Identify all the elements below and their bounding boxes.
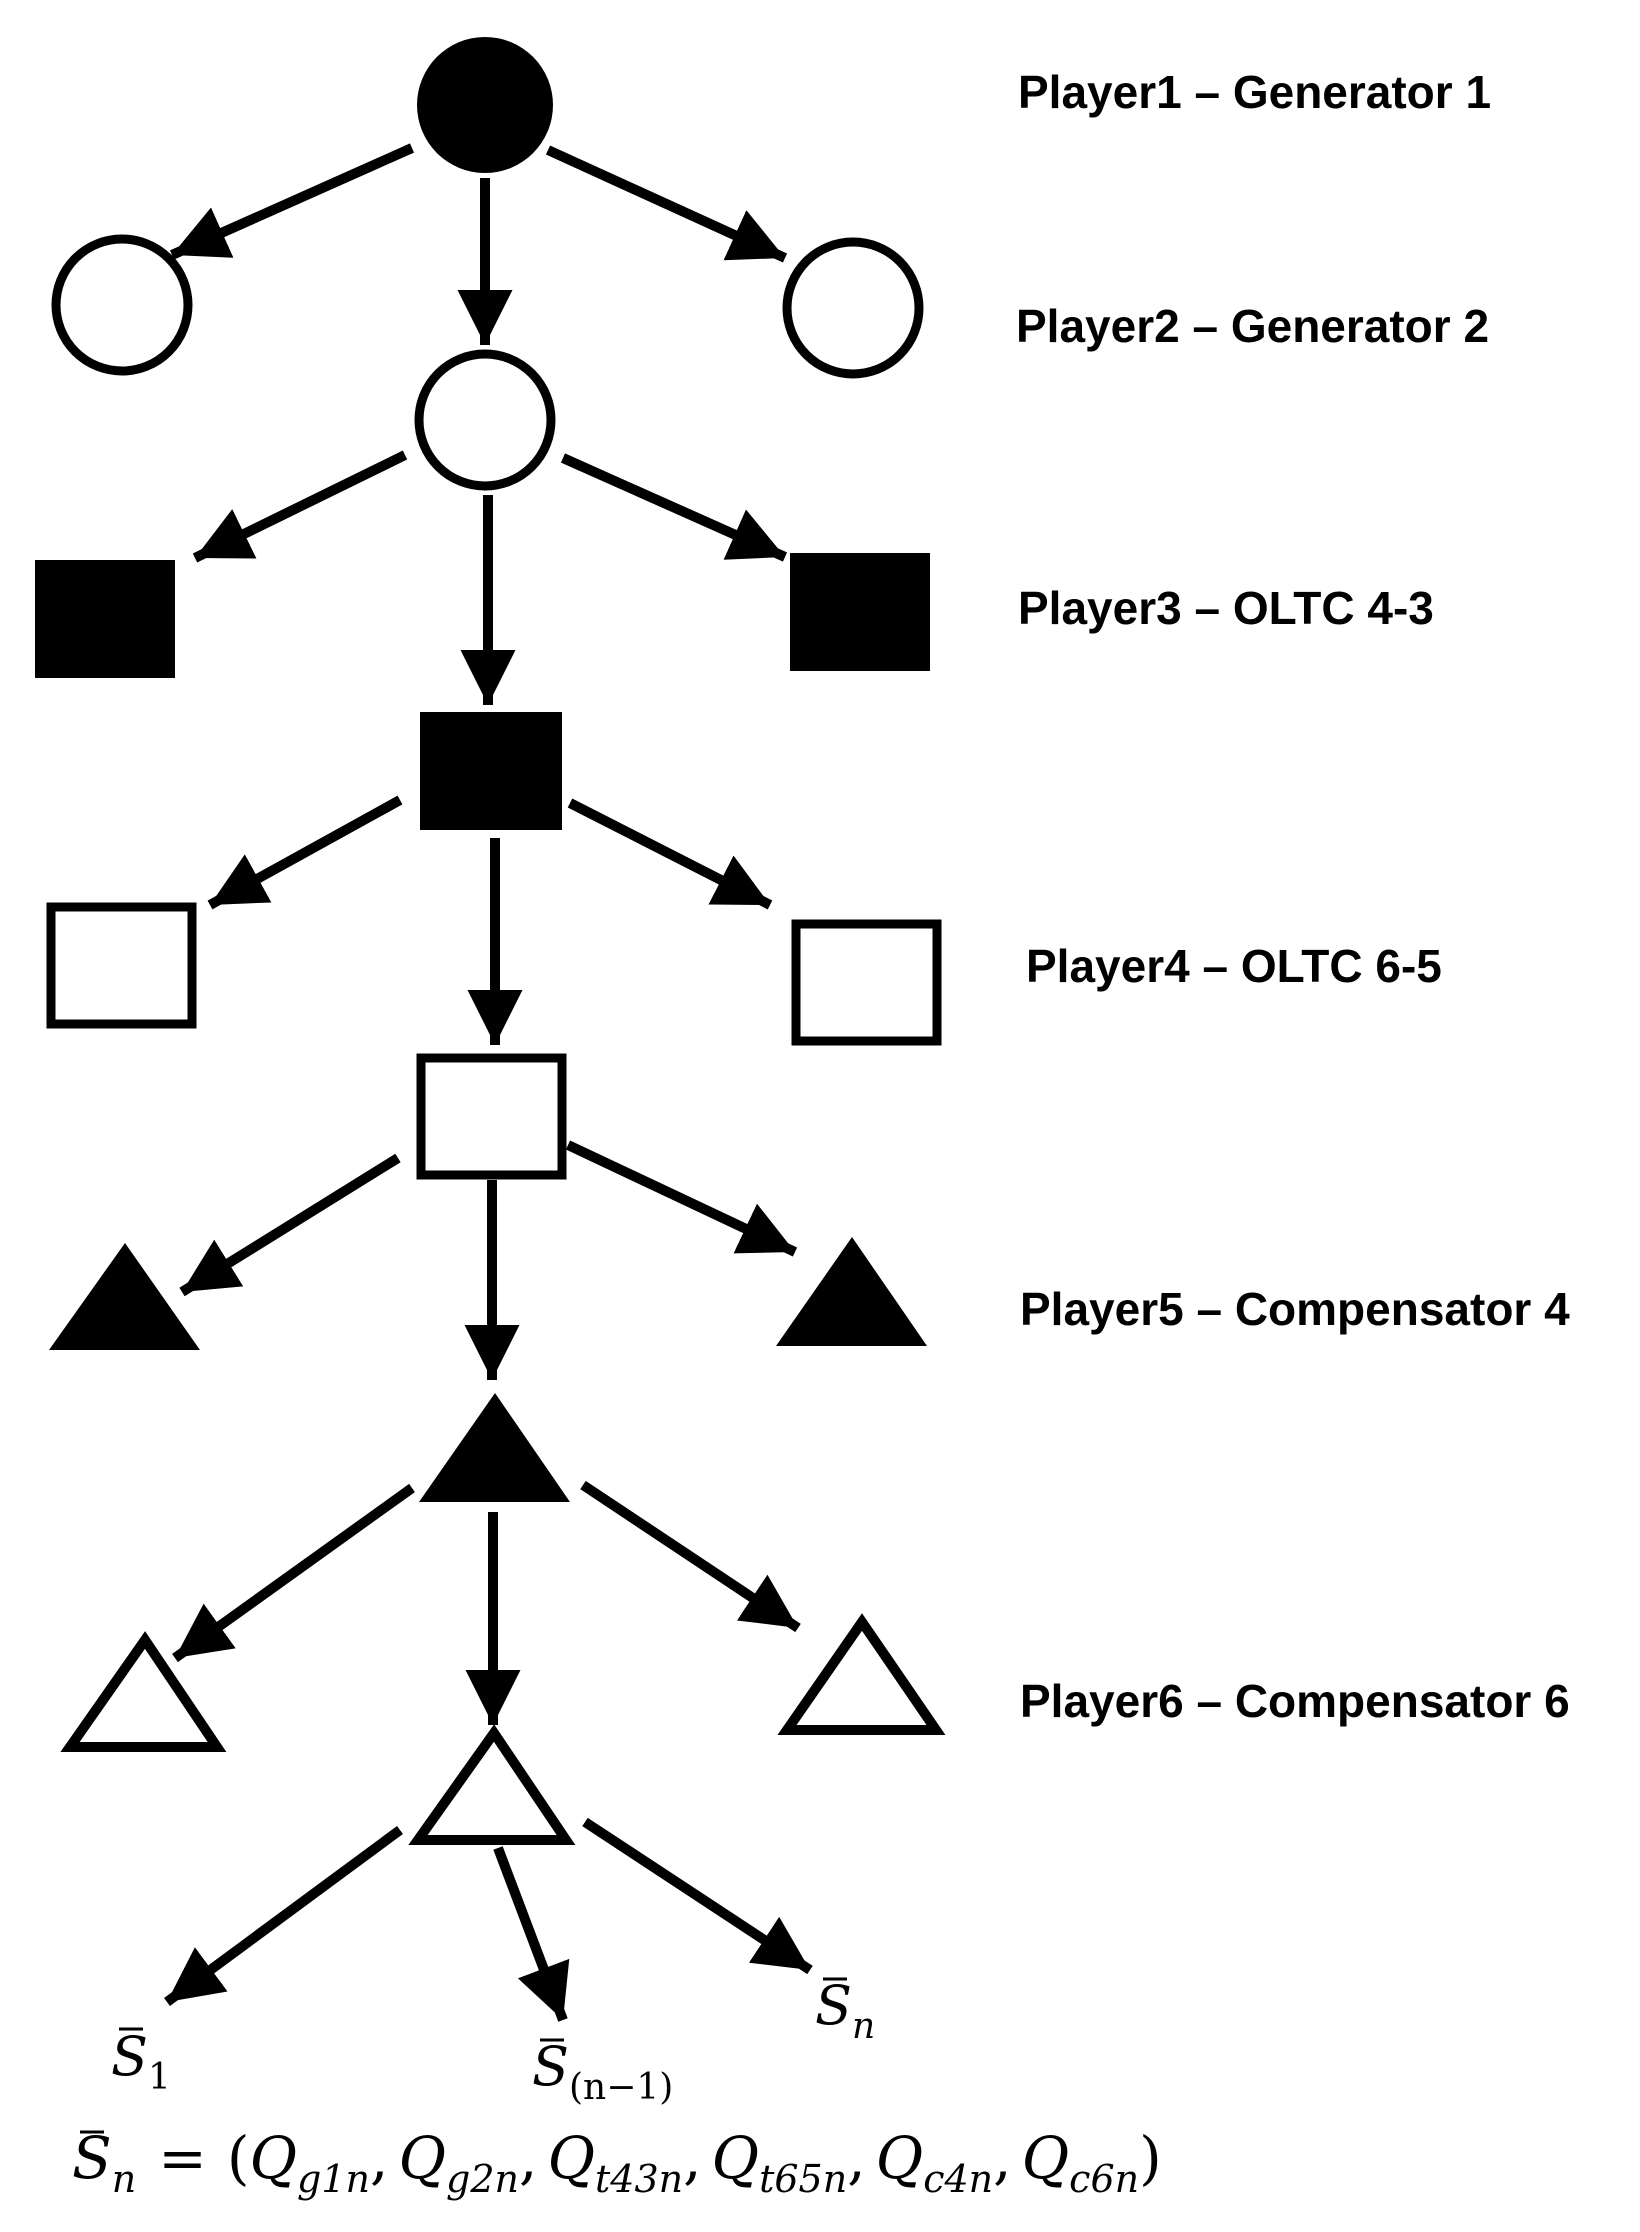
player5-node-right	[776, 1237, 927, 1346]
player2-decision-node	[414, 349, 556, 491]
formula-comma-2: ,	[519, 2124, 537, 2192]
tree-edges	[164, 143, 813, 2022]
outcome-s-n-minus-1: S(n−1)	[532, 2035, 673, 2108]
formula-term-5-subscript: c4n	[923, 2157, 993, 2201]
formula-term-3-subscript: t43n	[595, 2157, 683, 2201]
formula-close-paren: )	[1139, 2124, 1162, 2192]
player3-node-left	[35, 560, 175, 678]
outcome-s1-symbol: S	[111, 2025, 148, 2088]
player3-node-right	[790, 553, 930, 671]
outcome-labels: S1 S(n−1) Sn	[111, 1974, 875, 2108]
player6-node-right	[777, 1613, 946, 1735]
outcome-sn-subscript: n	[852, 2006, 875, 2047]
player4-decision-node	[416, 1053, 567, 1180]
edge-p5-right	[580, 1480, 801, 1633]
player2-node-right	[782, 237, 924, 379]
player3-label: Player3 – OLTC 4-3	[1018, 582, 1434, 634]
player4-node-left	[46, 902, 197, 1029]
strategy-formula: Sn=(Qg1n,Qg2n,Qt43n,Qt65n,Qc4n,Qc6n)	[72, 2124, 1162, 2201]
edge-p6-left	[164, 1825, 403, 2007]
svg-text:Sn: Sn	[815, 1974, 875, 2047]
edge-p2-left	[192, 450, 408, 563]
outcome-s-n-minus-1-symbol: S	[532, 2035, 569, 2098]
formula-term-6-subscript: c6n	[1069, 2157, 1139, 2201]
formula-term-2-subscript: g2n	[446, 2157, 519, 2201]
outcome-sn-symbol: S	[815, 1974, 852, 2037]
formula-term-4-symbol: Q	[712, 2124, 760, 2192]
edge-p6-center	[493, 1846, 570, 2022]
player3-decision-node	[420, 712, 562, 830]
player1-decision-node	[417, 37, 553, 173]
formula-comma-1: ,	[370, 2124, 388, 2192]
edge-p3-left	[207, 795, 403, 910]
formula-term-2-symbol: Q	[398, 2124, 446, 2192]
formula-comma-3: ,	[683, 2124, 701, 2192]
formula-term-4-subscript: t65n	[759, 2157, 847, 2201]
formula-term-6-symbol: Q	[1022, 2124, 1070, 2192]
player-labels: Player1 – Generator 1 Player2 – Generato…	[1016, 66, 1570, 1727]
edge-p3-right	[567, 798, 773, 910]
outcome-s1-subscript: 1	[148, 2057, 171, 2098]
tree-nodes	[35, 37, 946, 1845]
formula-lhs-subscript: n	[112, 2157, 136, 2201]
player6-label: Player6 – Compensator 6	[1020, 1675, 1570, 1727]
player4-label: Player4 – OLTC 6-5	[1026, 940, 1442, 992]
edge-p1-right	[545, 145, 788, 263]
edge-p1-left	[169, 143, 415, 260]
player5-label: Player5 – Compensator 4	[1020, 1283, 1570, 1335]
player2-label: Player2 – Generator 2	[1016, 300, 1489, 352]
formula-open-paren: (	[227, 2124, 250, 2192]
outcome-s-n-minus-1-subscript: (n−1)	[569, 2067, 673, 2108]
formula-lhs-symbol: S	[72, 2124, 112, 2192]
player2-node-left	[51, 234, 193, 376]
formula-term-3-symbol: Q	[547, 2124, 595, 2192]
outcome-s1: S1	[111, 2025, 171, 2098]
svg-text:S(n−1): S(n−1)	[532, 2035, 673, 2108]
player6-node-left	[60, 1631, 227, 1752]
player5-node-left	[49, 1243, 200, 1350]
player4-node-right	[791, 919, 942, 1046]
formula-equals: =	[158, 2124, 207, 2192]
edge-p5-left	[172, 1483, 415, 1663]
edge-p4-right	[565, 1140, 798, 1257]
formula-term-1-subscript: g1n	[297, 2157, 370, 2201]
formula-comma-4: ,	[847, 2124, 865, 2192]
formula-comma-5: ,	[993, 2124, 1011, 2192]
edge-p4-left	[179, 1153, 401, 1297]
player5-decision-node	[419, 1393, 570, 1502]
svg-text:S1: S1	[111, 2025, 171, 2098]
player1-label: Player1 – Generator 1	[1018, 66, 1491, 118]
outcome-sn: Sn	[815, 1974, 875, 2047]
edge-p2-right	[560, 453, 788, 562]
formula-text: Sn=(Qg1n,Qg2n,Qt43n,Qt65n,Qc4n,Qc6n)	[72, 2124, 1162, 2201]
player6-decision-node	[408, 1724, 576, 1845]
formula-term-1-symbol: Q	[249, 2124, 297, 2192]
formula-term-5-symbol: Q	[876, 2124, 924, 2192]
edge-p6-right	[582, 1817, 813, 1975]
